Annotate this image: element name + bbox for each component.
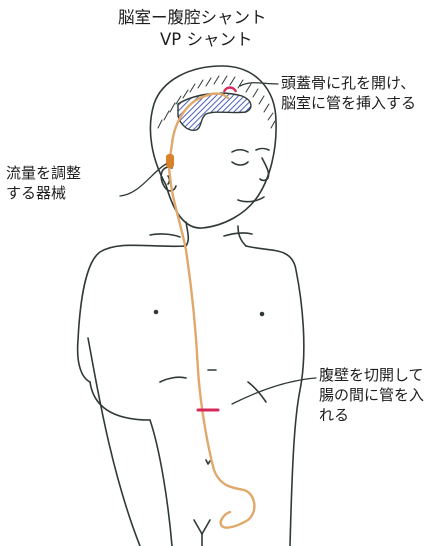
skull-annotation-line-2: 脳室に管を挿入する — [281, 94, 416, 112]
mouth — [238, 197, 264, 202]
valve-device — [166, 154, 174, 168]
shunt-tube — [169, 94, 254, 528]
abdomen-leader — [232, 378, 316, 404]
body-outline — [78, 66, 304, 546]
valve-annotation-line-1: 流量を調整 — [6, 164, 81, 182]
burr-hole-marker — [224, 88, 236, 93]
arm-left — [90, 382, 150, 420]
diagram-subtitle: VP シャント — [160, 30, 252, 50]
skull-leader — [240, 83, 278, 86]
eye-left — [232, 150, 248, 152]
nipple-right — [261, 313, 264, 316]
nipple-left — [155, 311, 158, 314]
diagram-title: 脳室ー腹腔シャント — [118, 8, 267, 28]
abdomen-annotation-line-2: 腸の間に管を入 — [319, 386, 424, 404]
eye-right — [256, 149, 269, 151]
skull-annotation-line-1: 頭蓋骨に孔を開け、 — [281, 74, 415, 92]
valve-annotation-line-2: する器械 — [6, 184, 66, 202]
brain-ventricle — [178, 93, 251, 130]
valve-leader — [120, 164, 166, 196]
leader-lines — [120, 83, 316, 404]
torso-left — [78, 245, 186, 382]
abdomen-annotation-line-3: れる — [319, 406, 349, 424]
abdomen-annotation-line-1: 腹壁を切開して — [319, 366, 424, 384]
